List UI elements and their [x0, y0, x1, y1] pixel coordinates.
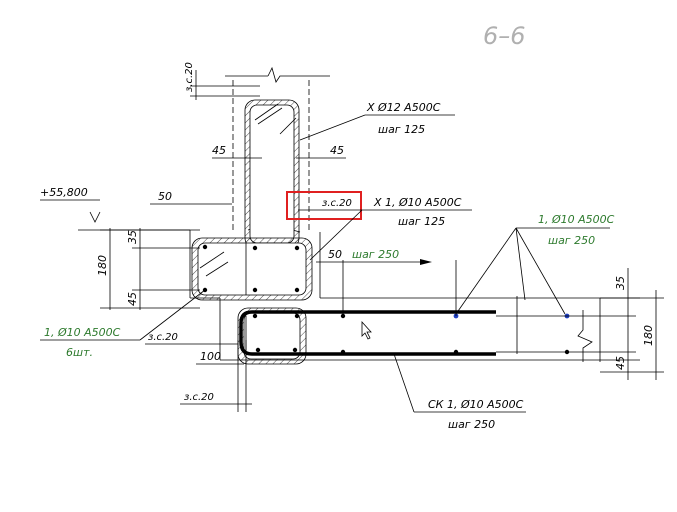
- dim-45-right-low: 45: [614, 356, 627, 370]
- callout-green-left-count: 6шт.: [66, 346, 93, 359]
- cover-left-label: з.с.20: [148, 332, 178, 343]
- callout-x-d12-text: Х Ø12 А500С: [366, 101, 441, 114]
- dim-180-right: 180: [642, 325, 655, 346]
- dim-45-left-low: 45: [126, 292, 139, 306]
- callout-x-d12: Х Ø12 А500С шаг 125: [299, 101, 455, 141]
- right-dims: 35 180 45: [600, 268, 664, 380]
- cover-mid-label: з.с.20: [322, 198, 352, 209]
- callout-ck-step: шаг 250: [448, 418, 495, 431]
- dim-50-top: 50: [158, 190, 172, 203]
- elevation-mark: +55,800: [40, 186, 101, 223]
- callout-green-left-text: 1, Ø10 А500С: [44, 326, 121, 339]
- dim-45-right: 45: [330, 144, 344, 157]
- callout-green-right-text: 1, Ø10 А500С: [538, 213, 615, 226]
- step-250-arrow: 50 шаг 250: [316, 248, 432, 265]
- highlight-box[interactable]: [286, 191, 362, 220]
- dim-180-left: 180: [96, 255, 109, 276]
- cover-bottom-label: з.с.20: [184, 392, 214, 403]
- elevation-text: +55,800: [40, 186, 88, 199]
- mouse-cursor-icon: [361, 320, 372, 340]
- cover-top-label: з.с.20: [184, 62, 195, 92]
- step-250-label: шаг 250: [352, 248, 399, 261]
- callout-ck: СК 1, Ø10 А500С шаг 250: [393, 353, 526, 431]
- dim-50-mid: 50: [328, 248, 342, 261]
- callout-ck-text: СК 1, Ø10 А500С: [428, 398, 524, 411]
- left-dims: 35 180 45: [96, 228, 200, 310]
- callout-green-right-step: шаг 250: [548, 234, 595, 247]
- dim-35-right: 35: [614, 276, 627, 290]
- dim-35-left: 35: [126, 230, 139, 244]
- dim-100: 100: [200, 350, 221, 363]
- u-bar-ck: [237, 307, 570, 365]
- cover-dim-top: з.с.20: [184, 62, 260, 100]
- callout-green-left: 1, Ø10 А500С 6шт.: [40, 289, 206, 359]
- slab-longitudinal-bars: [342, 260, 600, 354]
- stirrup-x-d12: [244, 99, 300, 249]
- callout-x1-d10-step: шаг 125: [398, 215, 445, 228]
- section-title: 6–6: [483, 22, 526, 50]
- cover-left-dims: з.с.20 100 з.с.20: [145, 332, 252, 412]
- callout-x1-d10: Х 1, Ø10 А500С шаг 125: [309, 196, 472, 261]
- stirrup-x1-d10: [191, 237, 313, 301]
- callout-x-d12-step: шаг 125: [378, 123, 425, 136]
- callout-x1-d10-text: Х 1, Ø10 А500С: [373, 196, 462, 209]
- callout-green-right: 1, Ø10 А500С шаг 250: [455, 213, 615, 315]
- dim-45-left: 45: [212, 144, 226, 157]
